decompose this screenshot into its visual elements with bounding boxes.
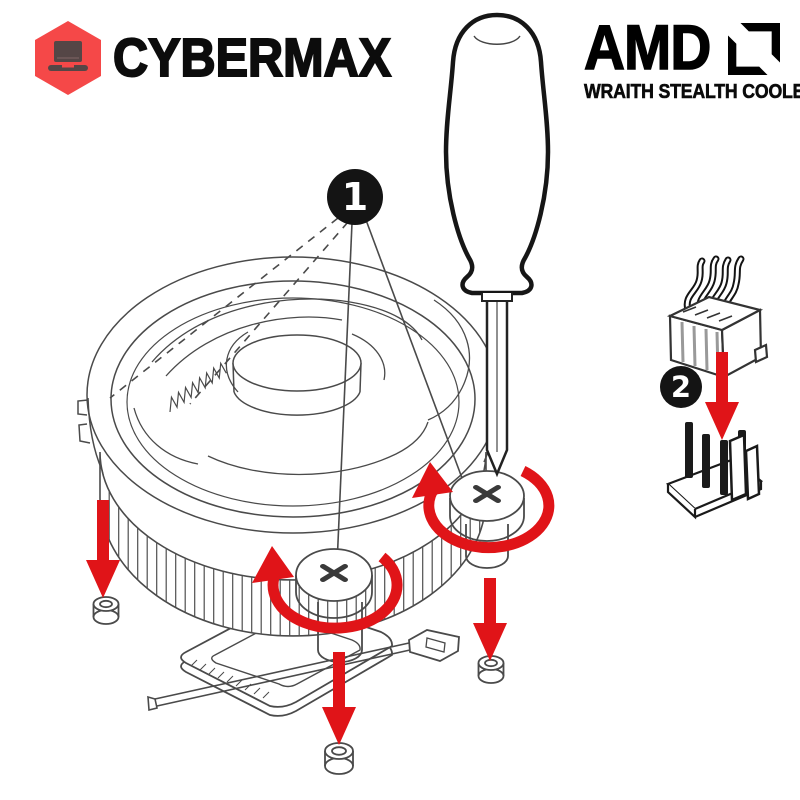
arrow-down-left bbox=[86, 500, 120, 598]
rotate-arrow-right bbox=[412, 462, 555, 554]
leader-line-center-screw bbox=[336, 222, 353, 566]
rotate-arrow-center bbox=[252, 546, 403, 634]
callout-step1: 1 bbox=[327, 169, 383, 225]
step1-number: 1 bbox=[342, 175, 368, 219]
amd-arrow-corner bbox=[728, 35, 769, 75]
laptop-screen bbox=[54, 41, 82, 62]
product-subtitle: WRAITH STEALTH COOLER bbox=[584, 81, 800, 104]
cooler-fan bbox=[77, 256, 500, 534]
header-key-wall bbox=[728, 433, 761, 502]
fan-blades bbox=[133, 298, 470, 476]
laptop-notch bbox=[62, 65, 74, 68]
callout-step2: 2 bbox=[660, 366, 702, 408]
phillips-cross-icon bbox=[320, 564, 348, 582]
arrow-down-connector bbox=[705, 352, 739, 440]
standoff-bottom bbox=[324, 742, 354, 775]
fan-header bbox=[665, 422, 764, 520]
leader-line-right-screw bbox=[365, 219, 463, 479]
connector-slots bbox=[682, 306, 733, 322]
brand-wordmark: CYBERMAX bbox=[112, 27, 392, 89]
phillips-cross-icon bbox=[473, 485, 501, 503]
screwdriver bbox=[443, 12, 551, 478]
retention-bracket-bar bbox=[147, 629, 460, 712]
fan-inner-rim bbox=[110, 280, 476, 518]
connector-ribs bbox=[680, 321, 720, 374]
amd-arrow-icon bbox=[728, 23, 781, 75]
callout1-leader-lines bbox=[109, 217, 463, 566]
screwdriver-handle bbox=[443, 12, 551, 296]
leader-line-back-left bbox=[109, 217, 339, 399]
amd-wordmark: AMD bbox=[583, 13, 712, 83]
product-logo-block: AMD WRAITH STEALTH COOLER bbox=[583, 13, 800, 104]
rotate-arrowhead bbox=[252, 546, 294, 583]
leader-line-back-right bbox=[189, 221, 349, 405]
backplate-hatch bbox=[190, 659, 270, 699]
rotate-arrowhead bbox=[412, 462, 453, 498]
fan-hub bbox=[232, 334, 362, 416]
arrow-down-right bbox=[473, 578, 507, 661]
fan-inner-lip bbox=[126, 297, 460, 507]
standoff-right bbox=[477, 655, 505, 684]
spring-coil bbox=[169, 361, 227, 413]
laptop-screen-glow bbox=[57, 57, 79, 59]
amd-arrow-bracket bbox=[740, 23, 781, 63]
fan-connector-group: 2 bbox=[660, 255, 769, 520]
brand-logo: CYBERMAX bbox=[34, 20, 422, 96]
mounting-clip bbox=[77, 399, 91, 444]
laptop-base bbox=[48, 65, 88, 71]
arrow-down-bottom bbox=[322, 652, 356, 745]
laptop-hexagon-icon bbox=[35, 21, 101, 95]
step2-number: 2 bbox=[671, 370, 691, 404]
standoff-left bbox=[92, 596, 120, 625]
